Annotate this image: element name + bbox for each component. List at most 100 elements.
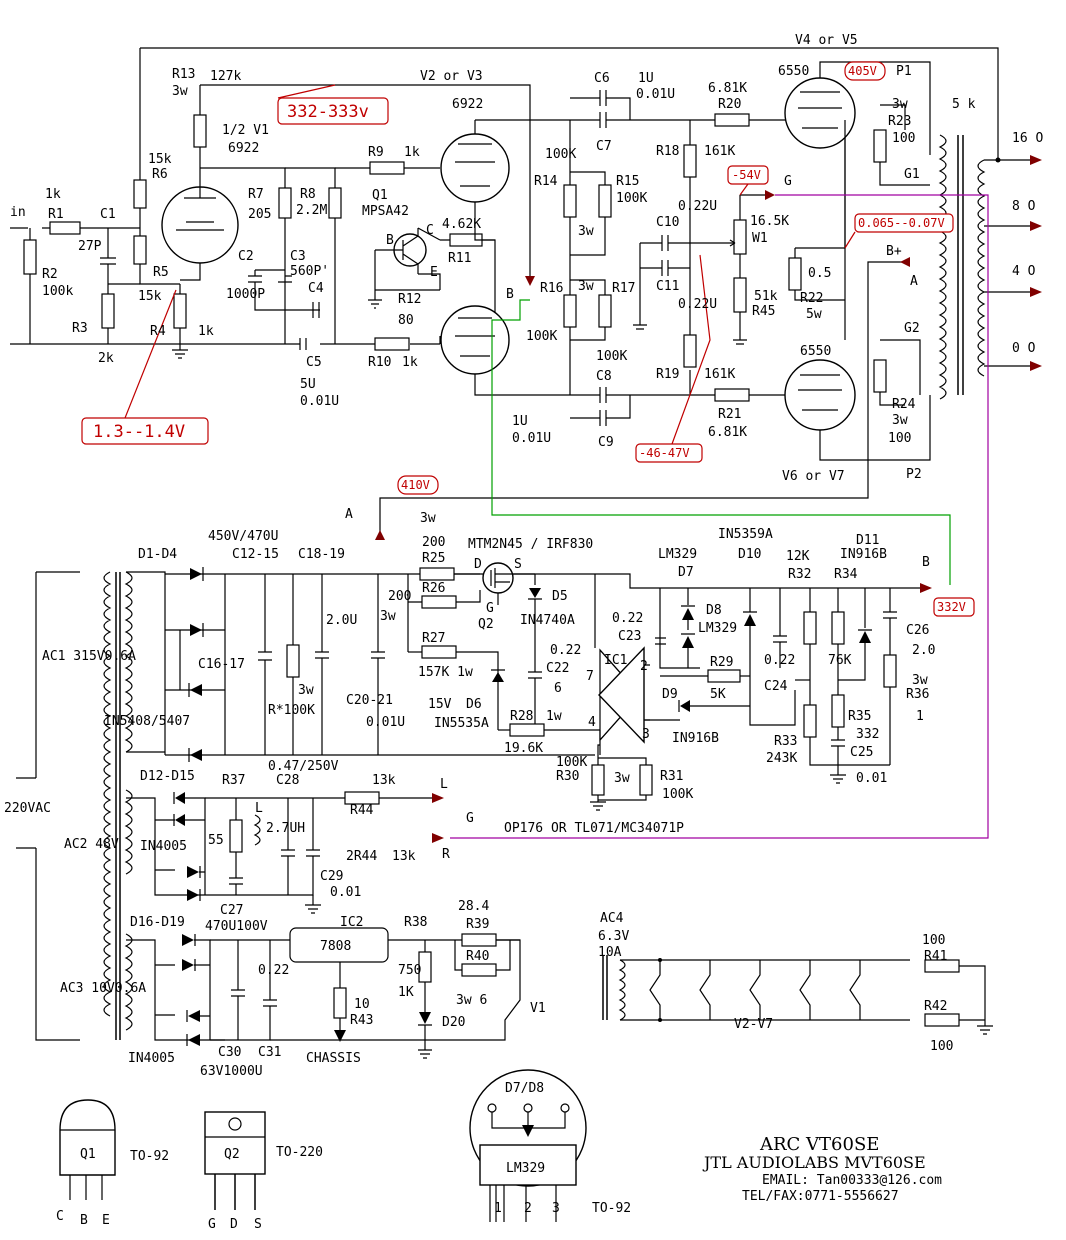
label-r31v: 100K: [662, 787, 693, 802]
label-r36v: 1: [916, 709, 924, 724]
label-c26: C26: [906, 623, 929, 638]
voltage-m54: -54V: [732, 168, 761, 182]
label-r43: R43: [350, 1013, 373, 1028]
label-pk-d78: D7/D8: [505, 1081, 544, 1096]
label-r23w: 3w: [892, 97, 908, 112]
label-d6t: IN5535A: [434, 716, 489, 731]
label-v23: V2 or V3: [420, 69, 483, 84]
label-pk-lm: LM329: [506, 1161, 545, 1176]
label-r9: R9: [368, 145, 384, 160]
voltage-332-333: 332-333v: [287, 102, 369, 122]
label-ac4: AC4: [600, 911, 624, 926]
label-c7: C7: [596, 139, 612, 154]
label-pin2: 2: [640, 659, 648, 674]
labels: 332-333v 1.3--1.4V 405V -54V 0.065--0.07…: [4, 33, 1043, 1232]
title-line1: ARC VT60SE: [759, 1134, 879, 1155]
label-c8v: 1U: [512, 414, 528, 429]
label-r17: R17: [612, 281, 635, 296]
label-r20: R20: [718, 97, 741, 112]
label-d6: D6: [466, 697, 482, 712]
label-o8: 8 O: [1012, 199, 1036, 214]
label-r12: R12: [398, 292, 421, 307]
label-r31w: 3w: [614, 771, 630, 786]
label-c022: 0.22: [258, 963, 289, 978]
label-v45: V4 or V5: [795, 33, 858, 48]
label-q2: Q2: [478, 617, 494, 632]
label-r26w: 3w: [380, 609, 396, 624]
label-r21v: 6.81K: [708, 425, 747, 440]
label-c31: C31: [258, 1045, 281, 1060]
label-ac4a: 10A: [598, 945, 622, 960]
label-r24v: 100: [888, 431, 911, 446]
label-r4: R4: [150, 324, 166, 339]
label-c11: C11: [656, 279, 679, 294]
label-r4v: 1k: [198, 324, 214, 339]
label-ac2: AC2 48V: [64, 837, 119, 852]
label-r23: R23: [888, 114, 911, 129]
label-c10: C10: [656, 215, 679, 230]
voltage-tag-405: [844, 61, 886, 81]
label-r34: R34: [834, 567, 858, 582]
label-r3: R3: [72, 321, 88, 336]
label-d10: D10: [738, 547, 761, 562]
label-mtm: MTM2N45 / IRF830: [468, 537, 593, 552]
label-c2021v: 0.01U: [366, 715, 405, 730]
label-c2: C2: [238, 249, 254, 264]
g-wire: [450, 194, 989, 839]
label-r22w: 5w: [806, 307, 822, 322]
label-in4005b: IN4005: [128, 1051, 175, 1066]
label-r38: R38: [404, 915, 427, 930]
label-pt-b: B: [506, 287, 514, 302]
label-r16: R16: [540, 281, 563, 296]
label-r45v: 51k: [754, 289, 778, 304]
input-stage: [10, 47, 999, 359]
label-r14w: 3w: [578, 224, 594, 239]
label-r19: R19: [656, 367, 679, 382]
label-pin6: 6: [554, 681, 562, 696]
label-r29v: 5K: [710, 687, 726, 702]
label-v27: V2-V7: [734, 1017, 773, 1032]
label-c23v: 0.22: [612, 611, 643, 626]
label-r33v: 243K: [766, 751, 797, 766]
label-c4: C4: [308, 281, 324, 296]
label-g2: G2: [904, 321, 920, 336]
label-in5359: IN5359A: [718, 527, 773, 542]
label-q1-type: MPSA42: [362, 204, 409, 219]
title-email: EMAIL: Tan00333@126.com: [762, 1173, 942, 1188]
label-r41: R41: [924, 949, 947, 964]
label-pt-g2: G: [466, 811, 474, 826]
voltage-tag-332-333: [277, 97, 389, 125]
label-r18v: 161K: [704, 144, 735, 159]
label-v1: 1/2 V1: [222, 123, 269, 138]
voltage-m46: -46-47V: [639, 446, 690, 460]
label-r1: R1: [48, 207, 64, 222]
label-ic2: IC2: [340, 915, 363, 930]
label-c24: C24: [764, 679, 788, 694]
label-pk-g: G: [208, 1217, 216, 1232]
label-d: D: [474, 557, 482, 572]
label-r42v: 100: [930, 1039, 953, 1054]
label-r1v: 1k: [45, 187, 61, 202]
label-r10v: 1k: [402, 355, 418, 370]
label-d1215: D12-D15: [140, 769, 195, 784]
label-c5v2: 0.01U: [300, 394, 339, 409]
label-o0: 0 O: [1012, 341, 1036, 356]
label-s: S: [514, 557, 522, 572]
label-r8v: 2.2M: [296, 203, 327, 218]
label-d5t: IN4740A: [520, 613, 575, 628]
label-xf: 5 k: [952, 97, 976, 112]
label-c11v: 0.22U: [678, 297, 717, 312]
label-pk-1: 1: [494, 1201, 502, 1216]
label-pk-d: D: [230, 1217, 238, 1232]
label-pk-c: C: [56, 1209, 64, 1224]
label-r11: R11: [448, 251, 471, 266]
driver-stage: [439, 90, 846, 426]
label-pk-q2t: TO-220: [276, 1145, 323, 1160]
label-c1215: C12-15: [232, 547, 279, 562]
label-pk-e: E: [102, 1213, 110, 1228]
label-r24: R24: [892, 397, 916, 412]
label-r22v: 0.5: [808, 266, 831, 281]
label-c8: C8: [596, 369, 612, 384]
label-c470: 470U100V: [205, 919, 268, 934]
